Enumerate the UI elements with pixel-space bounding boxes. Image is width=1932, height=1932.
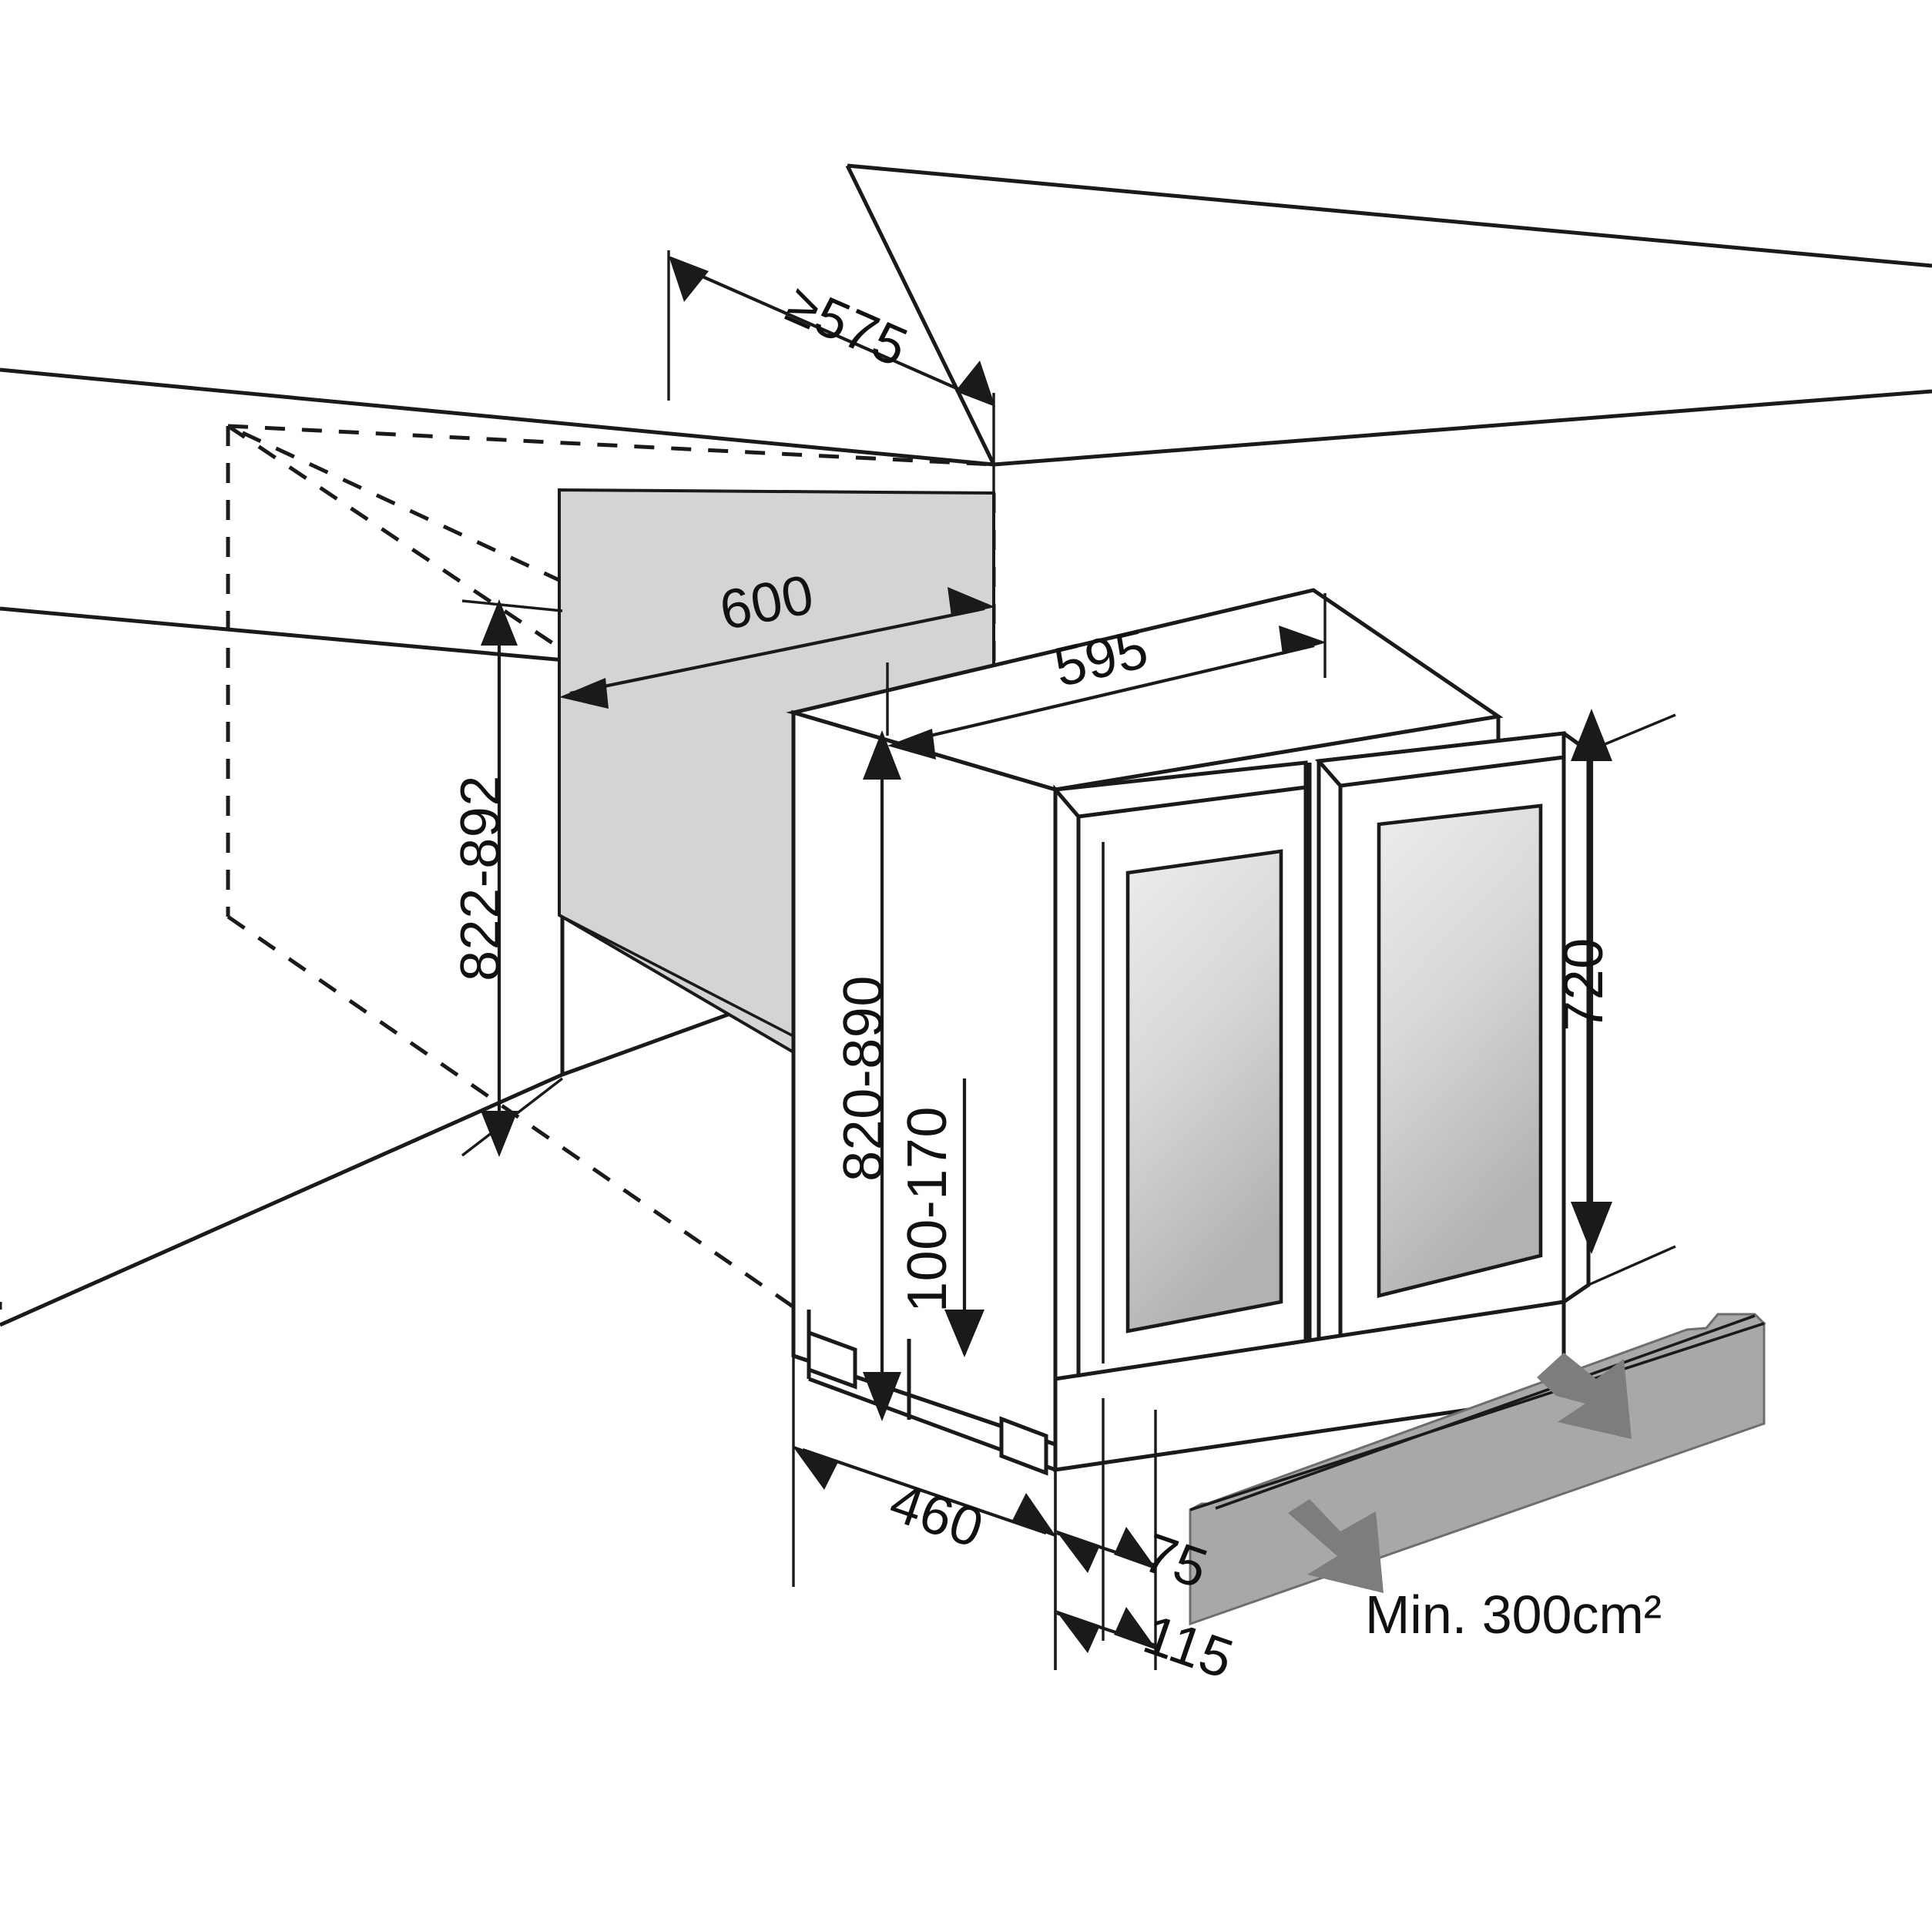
dimension-label-plinth-height: 100-170 xyxy=(897,1106,958,1313)
left-glass-door[interactable] xyxy=(1053,760,1308,1397)
dimension-label-niche-depth: ≥575 xyxy=(777,273,916,379)
dimension-label-niche-height: 822-892 xyxy=(450,775,512,981)
dimension-label-front-projection: 115 xyxy=(1136,1603,1241,1691)
airflow-arrow-in xyxy=(1537,1353,1632,1439)
dimension-label-appliance-depth: 460 xyxy=(882,1471,991,1560)
adjustable-feet xyxy=(807,1330,1048,1476)
ventilation-note: Min. 300cm² xyxy=(1365,1585,1662,1645)
airflow-arrow-out xyxy=(1288,1499,1384,1593)
dimension-label-door-height: 720 xyxy=(1553,937,1615,1031)
dimension-niche-height: 822-892 xyxy=(450,599,564,1157)
right-glass-door[interactable] xyxy=(1314,731,1566,1356)
dimension-plinth-height: 100-170 xyxy=(897,1078,984,1357)
room-wall-lines xyxy=(0,163,1932,1327)
ventilation-grille-panel: Min. 300cm² xyxy=(1189,1313,1766,1645)
dimension-label-appliance-height: 820-890 xyxy=(833,975,894,1182)
door-assembly xyxy=(1053,731,1591,1397)
dimension-appliance-height: 820-890 xyxy=(833,730,901,1421)
dimension-door-height: 720 xyxy=(1553,709,1676,1286)
